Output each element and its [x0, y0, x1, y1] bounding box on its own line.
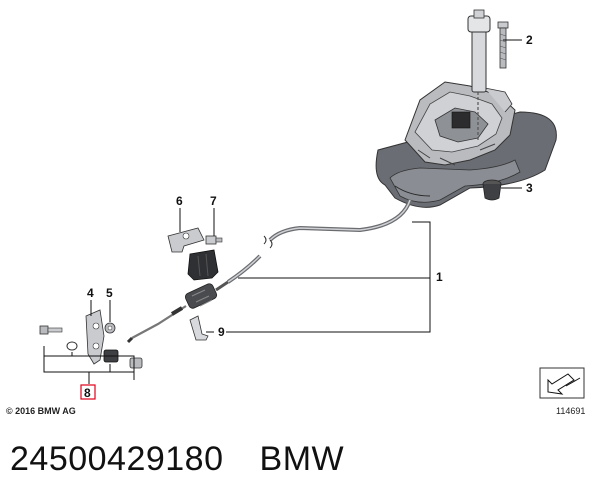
diagram-id: 114691 [556, 406, 585, 416]
clip-part-9[interactable] [189, 315, 209, 341]
selector-cable-part-1[interactable] [126, 199, 412, 344]
brand-name: BMW [259, 440, 345, 478]
kit-parts-part-8[interactable] [39, 325, 143, 369]
callout-4: 4 [87, 286, 94, 300]
callout-7: 7 [210, 194, 217, 208]
bolt-part-7[interactable] [205, 235, 223, 245]
parts-diagram: 2 3 6 7 9 [6, 9, 585, 416]
callout-3: 3 [526, 181, 533, 195]
callout-8: 8 [84, 386, 91, 400]
callout-6: 6 [176, 194, 183, 208]
callout-2: 2 [526, 33, 533, 47]
bolt-part-2[interactable] [497, 21, 509, 69]
part-number: 24500429180 [10, 440, 224, 478]
callout-9: 9 [218, 325, 225, 339]
callout-5: 5 [106, 286, 113, 300]
gear-shifter-assembly[interactable] [375, 9, 557, 208]
bushing-part-3[interactable] [482, 179, 502, 201]
part-info: 24500429180 BMW [10, 440, 590, 488]
highlight-box-8 [80, 384, 96, 400]
clamp-block[interactable] [187, 249, 219, 281]
view-direction-icon [539, 367, 585, 399]
lever-plate-part-4[interactable] [85, 309, 105, 365]
copyright-text: © 2016 BMW AG [6, 406, 76, 416]
bracket-part-6[interactable] [167, 227, 205, 253]
callout-1: 1 [436, 270, 443, 284]
nut-part-5[interactable] [104, 322, 116, 334]
